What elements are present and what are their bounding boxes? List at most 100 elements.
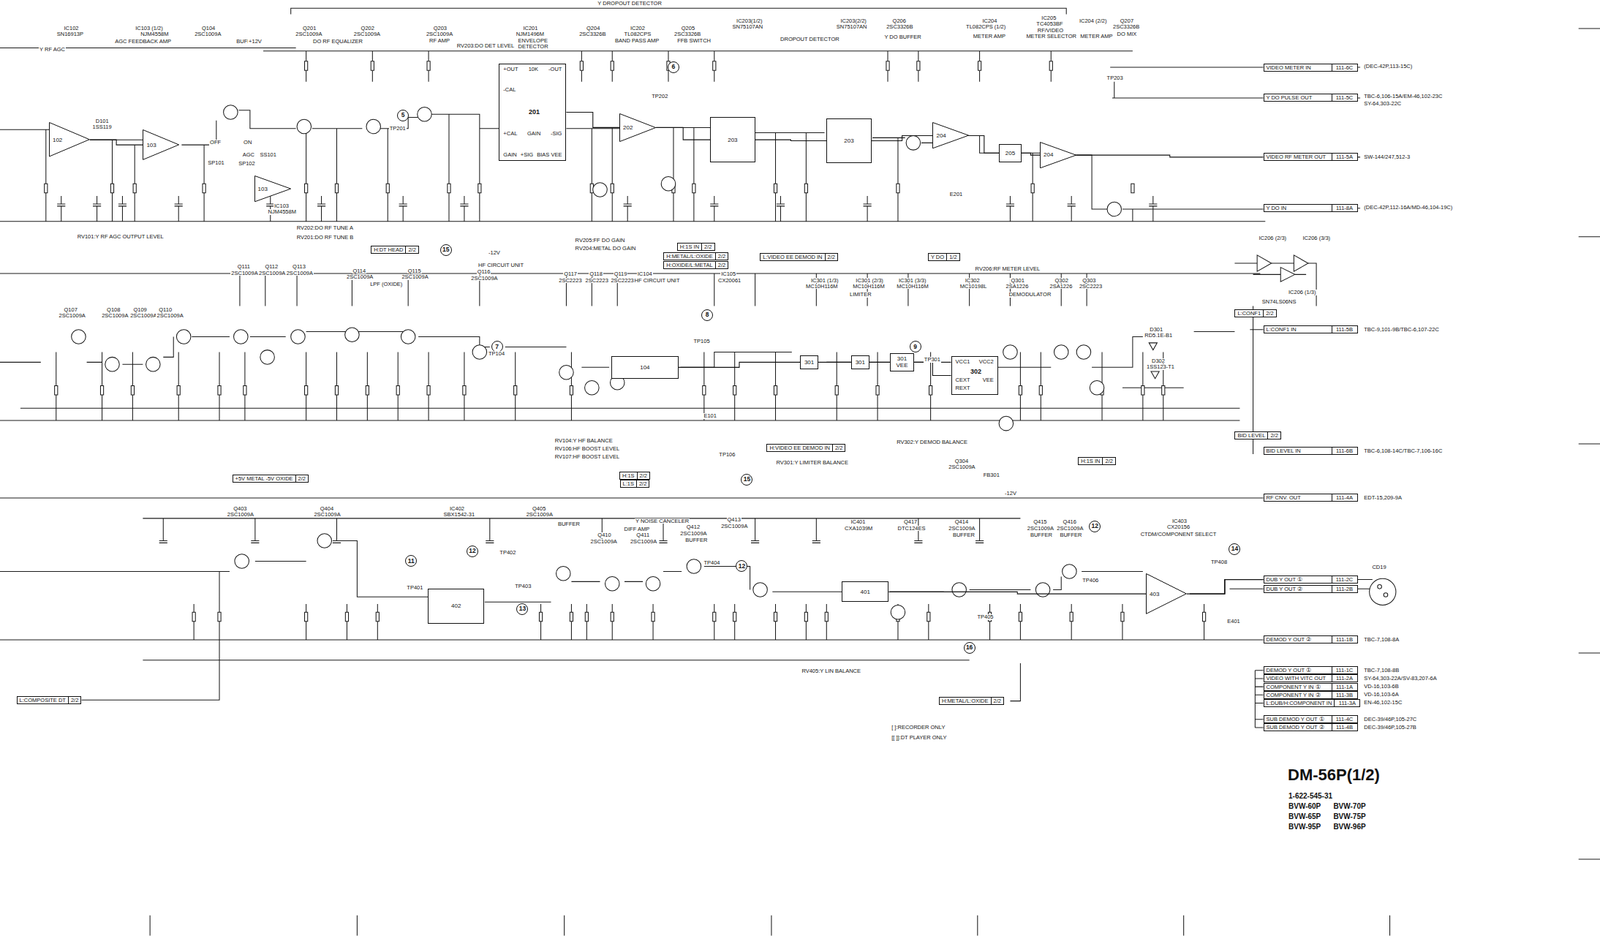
signal-name: BID LEVEL IN	[1264, 447, 1332, 455]
ic-number: 102	[52, 136, 63, 144]
annotation-label: (DEC-42P,113-15C)	[1363, 63, 1413, 70]
annotation-label: EDT-15,209-9A	[1363, 495, 1403, 501]
signal-flag: H:1S2/2	[619, 471, 651, 480]
sheet-reference: 2/2	[636, 480, 649, 488]
callout-number: 11	[405, 555, 417, 567]
callout-number: 7	[495, 343, 499, 352]
annotation-label: SW-144/247,512-3	[1363, 154, 1411, 161]
part-reference: TP203	[1106, 75, 1124, 82]
signal-wire	[869, 361, 890, 363]
annotation-label: 2SC1009A	[353, 31, 381, 38]
signal-name: SUB DEMOD Y OUT ①	[1264, 715, 1332, 723]
part-reference: IC302	[964, 277, 981, 284]
part-reference: SP102	[237, 160, 256, 167]
annotation-label: 2SC2223	[609, 277, 635, 284]
ic-box: 401	[841, 581, 889, 602]
signal-flag: H:METAL/L:OXIDE2/2	[663, 252, 729, 261]
callout-number: 14	[1228, 543, 1241, 556]
pin-name: +OUT	[503, 66, 518, 74]
ic-box: VCC1VCC2302CEXTVEEREXT	[951, 356, 999, 395]
part-reference: IC102	[63, 25, 80, 32]
signal-wire	[1186, 579, 1264, 595]
part-reference: TP405	[976, 614, 994, 621]
part-reference: TP106	[718, 451, 736, 458]
annotation-label: 2SC1009A	[285, 270, 314, 277]
annotation-label: 2SC1009A	[258, 270, 286, 277]
annotation-label: Y NOISE CANCELER	[634, 518, 690, 525]
part-reference: IC105	[720, 271, 737, 278]
annotation-label: DO MIX	[1116, 31, 1138, 38]
part-reference: IC402	[448, 506, 466, 512]
annotation-label: LIMITER	[848, 291, 873, 298]
annotation-label: NJM4558M	[139, 31, 169, 38]
pin-name: REXT	[955, 385, 971, 392]
annotation-label: TBC-6,106-15A/EM-46,102-23C	[1363, 93, 1443, 100]
annotation-label: DTC124ES	[897, 525, 927, 532]
signal-flag: H:VIDEO EE DEMOD IN2/2	[766, 443, 846, 452]
signal-flag: BID LEVEL2/2	[1234, 431, 1281, 440]
adjustment-label: RV107:HF BOOST LEVEL	[554, 454, 621, 460]
part-reference: Q301	[1009, 277, 1025, 284]
annotation-label: 2SC1009A	[425, 31, 454, 38]
ic-number: 403	[1149, 590, 1160, 598]
annotation-label: TBC-7,108-8B	[1363, 667, 1400, 674]
signal-wire	[755, 139, 828, 141]
part-reference: Q104	[201, 25, 216, 32]
annotation-label: 2SC1009A	[155, 312, 184, 319]
adjustment-label: RV106:HF BOOST LEVEL	[554, 446, 621, 452]
connector-pin-box: VIDEO WITH VITC OUT111-2A	[1263, 674, 1358, 683]
annotation-label: 2SC3326B	[673, 31, 702, 38]
annotation-label: 2SC1009A	[193, 31, 222, 38]
annotation-label: 2SC1009A	[470, 275, 498, 282]
callout-number: 15	[743, 476, 751, 484]
transistor-symbol	[71, 105, 1122, 620]
op-amp-outline	[48, 122, 90, 157]
ic-number: 402	[451, 602, 461, 610]
connector-jack	[1369, 578, 1396, 605]
part-reference: IC403	[1171, 518, 1188, 525]
sheet-reference: 1/2	[946, 253, 959, 261]
signal-name: L:VIDEO EE DEMOD IN	[760, 253, 825, 261]
part-reference: Q110	[157, 307, 173, 313]
signal-flag: H:1S IN2/2	[677, 242, 716, 251]
part-reference: IC203(2/2)	[839, 18, 867, 25]
callout-number: 12	[738, 563, 746, 571]
annotation-label: METER AMP	[972, 33, 1007, 40]
ic-number: 203	[727, 136, 738, 144]
annotation-label: SS101	[258, 152, 278, 158]
sheet-reference: 2/2	[1267, 432, 1280, 439]
op-amp-outline	[1146, 574, 1187, 615]
adjustment-label: RV101:Y RF AGC OUTPUT LEVEL	[76, 234, 165, 240]
signal-wire	[888, 591, 1146, 594]
signal-flag: L:VIDEO EE DEMOD IN2/2	[759, 253, 839, 262]
part-reference: IC103	[273, 203, 290, 210]
sheet-title: DM-56P(1/2)	[1287, 767, 1380, 784]
signal-name: COMPONENT Y IN ①	[1264, 683, 1332, 691]
sheet-reference: 2/2	[405, 246, 418, 254]
signal-name: DUB Y OUT ①	[1264, 576, 1332, 583]
pin-number: 111-4B	[1331, 723, 1358, 731]
pin-name: -SIG	[550, 130, 562, 138]
signal-name: BID LEVEL	[1235, 432, 1268, 439]
signal-flag: Y DO1/2	[927, 253, 961, 262]
part-reference: Q413	[726, 517, 742, 523]
pin-name: GAIN	[527, 130, 541, 138]
annotation-label: CXA1039M	[843, 525, 874, 532]
annotation-label: MC10198L	[959, 283, 988, 290]
connector-pin-box: RF CNV. OUT111-4A	[1263, 493, 1358, 502]
annotation-label: RD5.1E-B1	[1143, 332, 1173, 339]
pin-number: 111-2B	[1331, 585, 1358, 593]
annotation-label: 2SC1009A	[947, 525, 976, 532]
adjustment-label: RV104:Y HF BALANCE	[554, 438, 614, 444]
op-amp-outline	[1039, 141, 1076, 168]
callout-number: 6	[672, 63, 676, 71]
connector-pin-box: DEMOD Y OUT ①111-1C	[1263, 666, 1358, 675]
signal-name: DEMOD Y OUT ②	[1264, 636, 1332, 643]
part-reference: IC206 (1/3)	[1287, 289, 1318, 296]
adjustment-label: RV206:RF METER LEVEL	[974, 266, 1042, 273]
part-reference: Q404	[319, 506, 335, 512]
signal-wire	[89, 139, 144, 145]
annotation-label: 2SC1009A	[629, 538, 658, 545]
callout-number: 12	[466, 545, 479, 558]
